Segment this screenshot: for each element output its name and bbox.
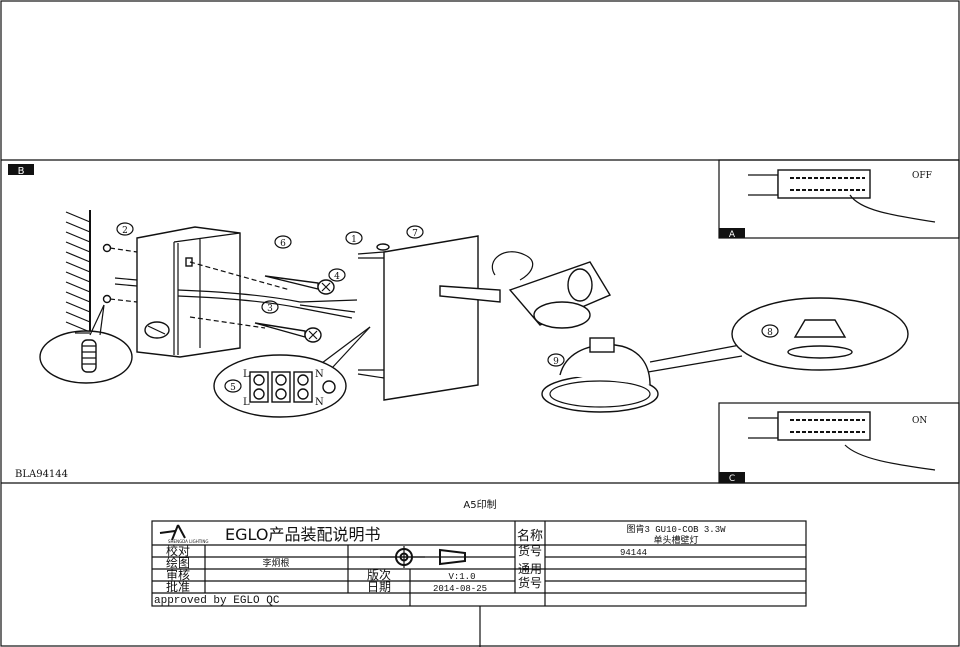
svg-text:2: 2 — [122, 226, 128, 236]
svg-text:校对: 校对 — [166, 543, 190, 558]
callout-1: 1 — [345, 231, 363, 245]
svg-text:批准: 批准 — [166, 579, 190, 594]
svg-text:L: L — [243, 397, 250, 408]
svg-text:SHENGDA LIGHTING: SHENGDA LIGHTING — [168, 539, 208, 544]
product-name: 图肯3 GU10-COB 3.3W — [626, 523, 726, 535]
svg-text:8: 8 — [767, 328, 773, 338]
svg-text:V:1.0: V:1.0 — [448, 572, 475, 582]
wall-plug-detail — [39, 304, 133, 384]
svg-text:1: 1 — [351, 235, 357, 245]
earth-symbol-icon — [322, 380, 336, 394]
svg-text:A: A — [729, 230, 736, 240]
title-block: SHENGDA LIGHTING EGLO产品装配说明书 名称 图肯3 GU10… — [151, 520, 807, 607]
supply-cable — [177, 289, 358, 319]
svg-text:通用: 通用 — [518, 562, 542, 576]
item-number: 94144 — [620, 548, 647, 558]
svg-text:绘图: 绘图 — [166, 555, 190, 570]
svg-text:9: 9 — [553, 357, 559, 367]
screw-hole — [102, 243, 112, 253]
svg-text:货号: 货号 — [518, 543, 542, 558]
mounting-box — [109, 226, 291, 358]
callout-9: 9 — [547, 353, 565, 367]
callout-4: 4 — [328, 268, 346, 282]
print-size-label: A5印制 — [463, 498, 496, 511]
svg-text:日期: 日期 — [367, 580, 391, 594]
callout-5: 5 — [224, 379, 242, 393]
panel-label-b: B — [8, 164, 34, 177]
svg-text:OFF: OFF — [912, 171, 932, 181]
brand-logo: SHENGDA LIGHTING — [159, 524, 208, 544]
bulb-detail — [647, 297, 909, 373]
svg-text:L: L — [243, 369, 250, 380]
approval-note: approved by EGLO QC — [154, 595, 280, 607]
wall-plate — [357, 235, 501, 401]
svg-text:C: C — [729, 474, 735, 484]
svg-text:2014-08-25: 2014-08-25 — [433, 584, 487, 594]
spot-lamp-head — [491, 251, 659, 413]
callout-7: 7 — [406, 225, 424, 239]
svg-text:B: B — [18, 166, 25, 177]
svg-text:货号: 货号 — [518, 575, 542, 590]
svg-text:版次: 版次 — [367, 568, 391, 582]
callout-8: 8 — [761, 324, 779, 338]
wall-hatching — [65, 210, 91, 335]
svg-text:6: 6 — [280, 239, 286, 249]
callout-2: 2 — [116, 222, 134, 236]
svg-text:7: 7 — [412, 229, 418, 239]
inset-a-switch-off: A OFF — [718, 159, 960, 240]
model-code: BLA94144 — [15, 469, 68, 480]
product-name-cn: 单头槽壁灯 — [653, 534, 698, 546]
svg-text:N: N — [315, 369, 324, 380]
callout-3: 3 — [261, 300, 279, 314]
svg-text:名称: 名称 — [517, 528, 543, 544]
document-title: EGLO产品装配说明书 — [225, 525, 380, 544]
screw-lower — [254, 322, 322, 343]
terminal-block-detail: L L N N — [213, 326, 371, 418]
svg-text:N: N — [315, 397, 324, 408]
svg-text:李炯根: 李炯根 — [262, 557, 289, 569]
svg-text:4: 4 — [334, 272, 340, 282]
svg-text:3: 3 — [267, 304, 273, 314]
svg-text:ON: ON — [912, 416, 927, 426]
svg-text:审核: 审核 — [166, 567, 190, 582]
callout-6: 6 — [274, 235, 292, 249]
screw-upper — [264, 275, 335, 295]
inset-c-switch-on: C ON — [718, 402, 960, 484]
projection-symbol-icon — [380, 546, 466, 568]
screw-hole — [102, 294, 112, 304]
svg-text:5: 5 — [230, 383, 236, 393]
